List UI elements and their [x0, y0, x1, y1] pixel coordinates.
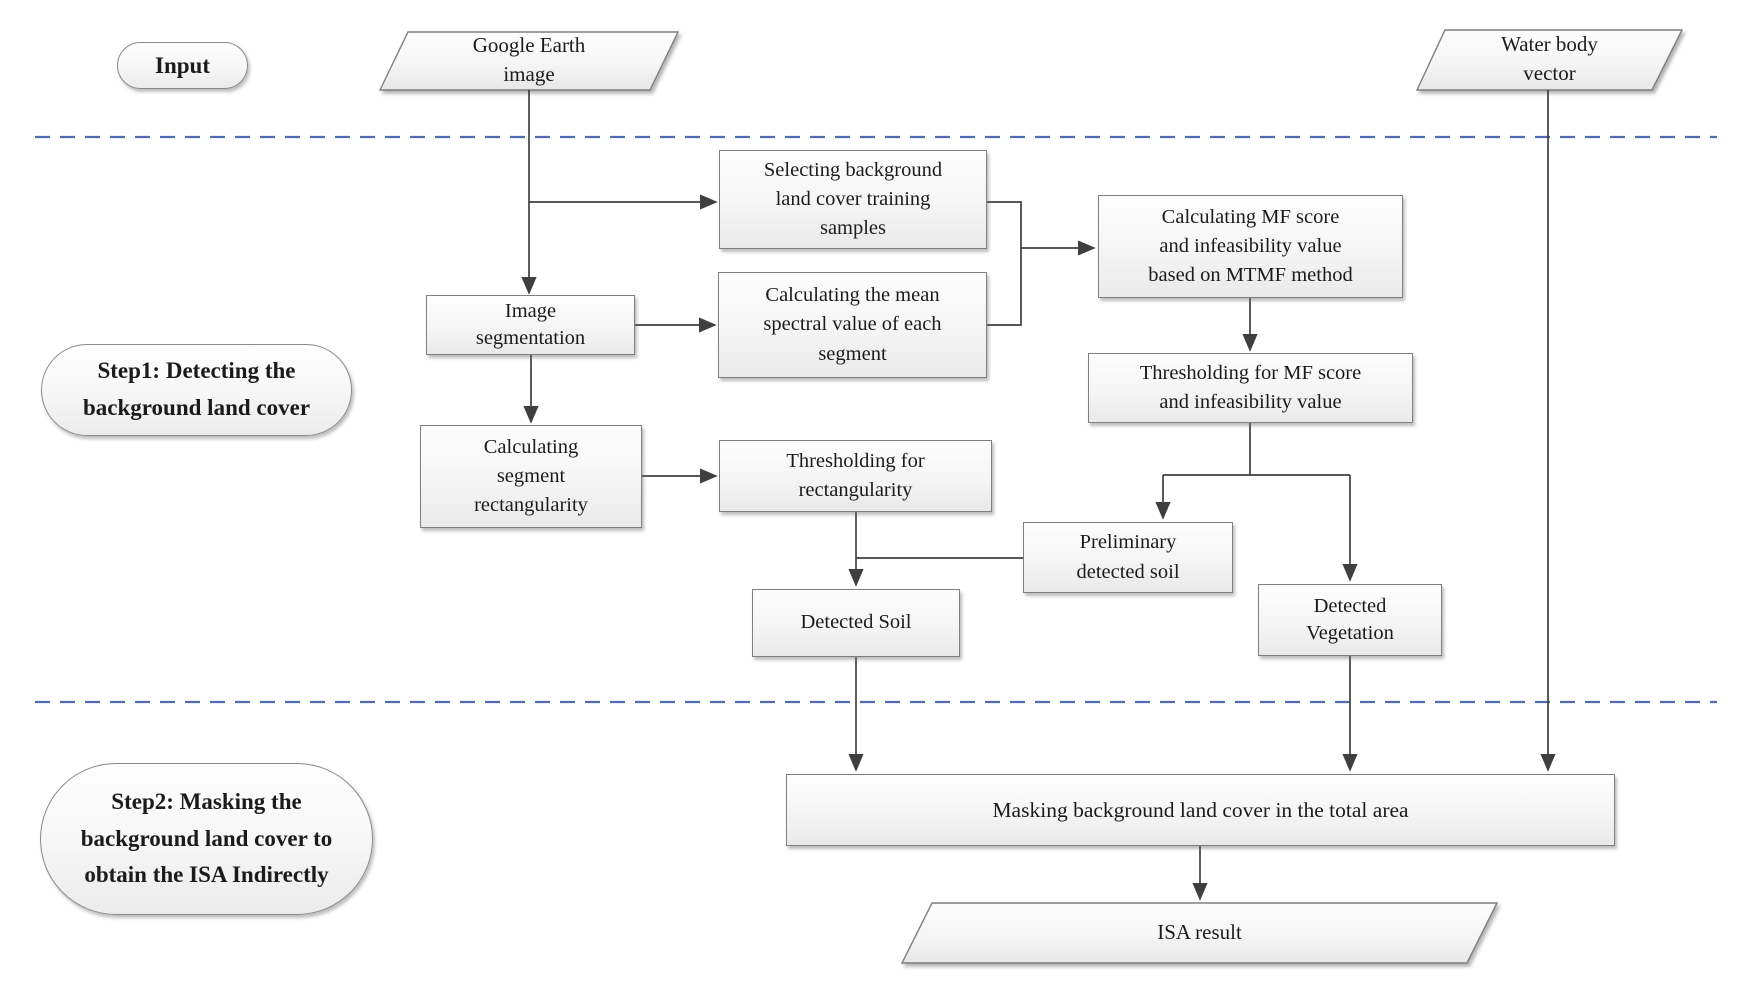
- thresholding-mf-node: Thresholding for MF score and infeasibil…: [1088, 353, 1413, 423]
- calc-rectangularity-label: Calculating segment rectangularity: [474, 435, 588, 517]
- calc-mf-score-node: Calculating MF score and infeasibility v…: [1098, 195, 1403, 298]
- detected-vegetation-node: Detected Vegetation: [1258, 584, 1442, 656]
- calc-mean-spectral-label: Calculating the mean spectral value of e…: [763, 284, 942, 365]
- calc-mf-score-label: Calculating MF score and infeasibility v…: [1148, 205, 1353, 287]
- isa-result-shape: [900, 902, 1499, 964]
- google-earth-image-shape: [378, 31, 680, 91]
- isa-result-label: ISA result: [1157, 920, 1242, 945]
- selecting-samples-label: Selecting background land cover training…: [763, 158, 943, 240]
- image-segmentation-node: Image segmentation: [426, 295, 635, 355]
- step2-pill-label: Step2: Masking the background land cover…: [80, 788, 333, 888]
- detected-soil-label: Detected Soil: [800, 611, 912, 634]
- isa-result-node: ISA result: [902, 903, 1497, 963]
- masking-label: Masking background land cover in the tot…: [992, 797, 1409, 822]
- thresholding-rectangularity-label: Thresholding for rectangularity: [786, 449, 925, 501]
- input-pill-label: Input: [155, 52, 210, 78]
- preliminary-soil-node: Preliminary detected soil: [1023, 522, 1233, 593]
- water-body-vector-node: Water body vector: [1417, 28, 1682, 90]
- water-body-vector-shape: [1415, 29, 1684, 91]
- edge-junction-mf: [987, 201, 1022, 326]
- masking-node: Masking background land cover in the tot…: [786, 774, 1615, 846]
- image-segmentation-label: Image segmentation: [475, 300, 586, 349]
- calc-rectangularity-node: Calculating segment rectangularity: [420, 425, 642, 528]
- step2-pill: Step2: Masking the background land cover…: [40, 763, 373, 915]
- google-earth-image-label: Google Earth image: [472, 32, 586, 86]
- thresholding-rectangularity-node: Thresholding for rectangularity: [719, 440, 992, 512]
- detected-soil-node: Detected Soil: [752, 589, 960, 657]
- detected-vegetation-label: Detected Vegetation: [1306, 595, 1394, 644]
- preliminary-soil-label: Preliminary detected soil: [1076, 531, 1180, 583]
- thresholding-mf-label: Thresholding for MF score and infeasibil…: [1139, 361, 1362, 413]
- step1-pill-label: Step1: Detecting the background land cov…: [82, 358, 311, 420]
- input-pill: Input: [117, 42, 248, 89]
- calc-mean-spectral-node: Calculating the mean spectral value of e…: [718, 272, 987, 378]
- selecting-samples-node: Selecting background land cover training…: [719, 150, 987, 249]
- water-body-vector-label: Water body vector: [1501, 31, 1598, 85]
- google-earth-image-node: Google Earth image: [380, 30, 678, 90]
- step1-pill: Step1: Detecting the background land cov…: [41, 344, 352, 436]
